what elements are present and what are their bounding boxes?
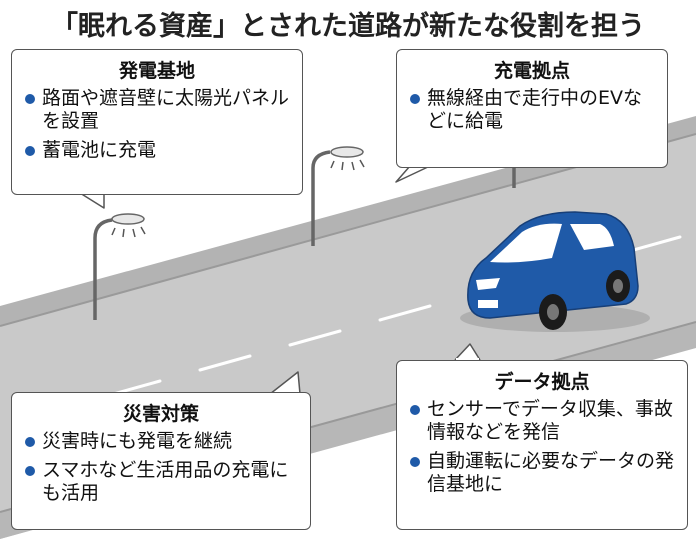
- power-station-box: 発電基地 路面や遮音壁に太陽光パネルを設置 蓄電池に充電: [11, 49, 303, 195]
- bullet-icon: [25, 146, 35, 156]
- list-item: 自動運転に必要なデータの発信基地に: [407, 450, 677, 496]
- street-light-icon: [93, 213, 146, 320]
- list-item: 災害時にも発電を継続: [22, 430, 300, 453]
- bubble-tail-power: [79, 192, 105, 209]
- bullet-icon: [410, 457, 420, 467]
- box-heading: 発電基地: [118, 60, 195, 82]
- data-hub-box: データ拠点 センサーでデータ収集、事故情報などを発信 自動運転に必要なデータの発…: [396, 360, 688, 530]
- list-item: 蓄電池に充電: [22, 139, 292, 162]
- bubble-tail-disaster: [269, 371, 301, 395]
- bullet-icon: [410, 94, 420, 104]
- bullet-icon: [25, 466, 35, 476]
- box-heading: データ拠点: [494, 371, 590, 393]
- box-heading: 充電拠点: [493, 60, 570, 82]
- bubble-tail-data: [454, 343, 481, 361]
- list-item: 路面や遮音壁に太陽光パネルを設置: [22, 87, 292, 133]
- box-heading: 災害対策: [122, 403, 199, 425]
- list-item: スマホなど生活用品の充電にも活用: [22, 459, 300, 505]
- road-far-edge: [0, 116, 696, 326]
- car-icon: [460, 211, 650, 332]
- street-light-icon: [311, 146, 365, 246]
- bullet-icon: [410, 405, 420, 415]
- bullet-icon: [25, 437, 35, 447]
- list-item: センサーでデータ収集、事故情報などを発信: [407, 398, 677, 444]
- charging-hub-box: 充電拠点 無線経由で走行中のEVなどに給電: [396, 49, 668, 168]
- bubble-tail-charging: [395, 165, 431, 183]
- list-item: 無線経由で走行中のEVなどに給電: [407, 87, 657, 133]
- disaster-prevention-box: 災害対策 災害時にも発電を継続 スマホなど生活用品の充電にも活用: [11, 392, 311, 530]
- bullet-icon: [25, 94, 35, 104]
- page-title: 「眠れる資産」とされた道路が新たな役割を担う: [51, 11, 645, 42]
